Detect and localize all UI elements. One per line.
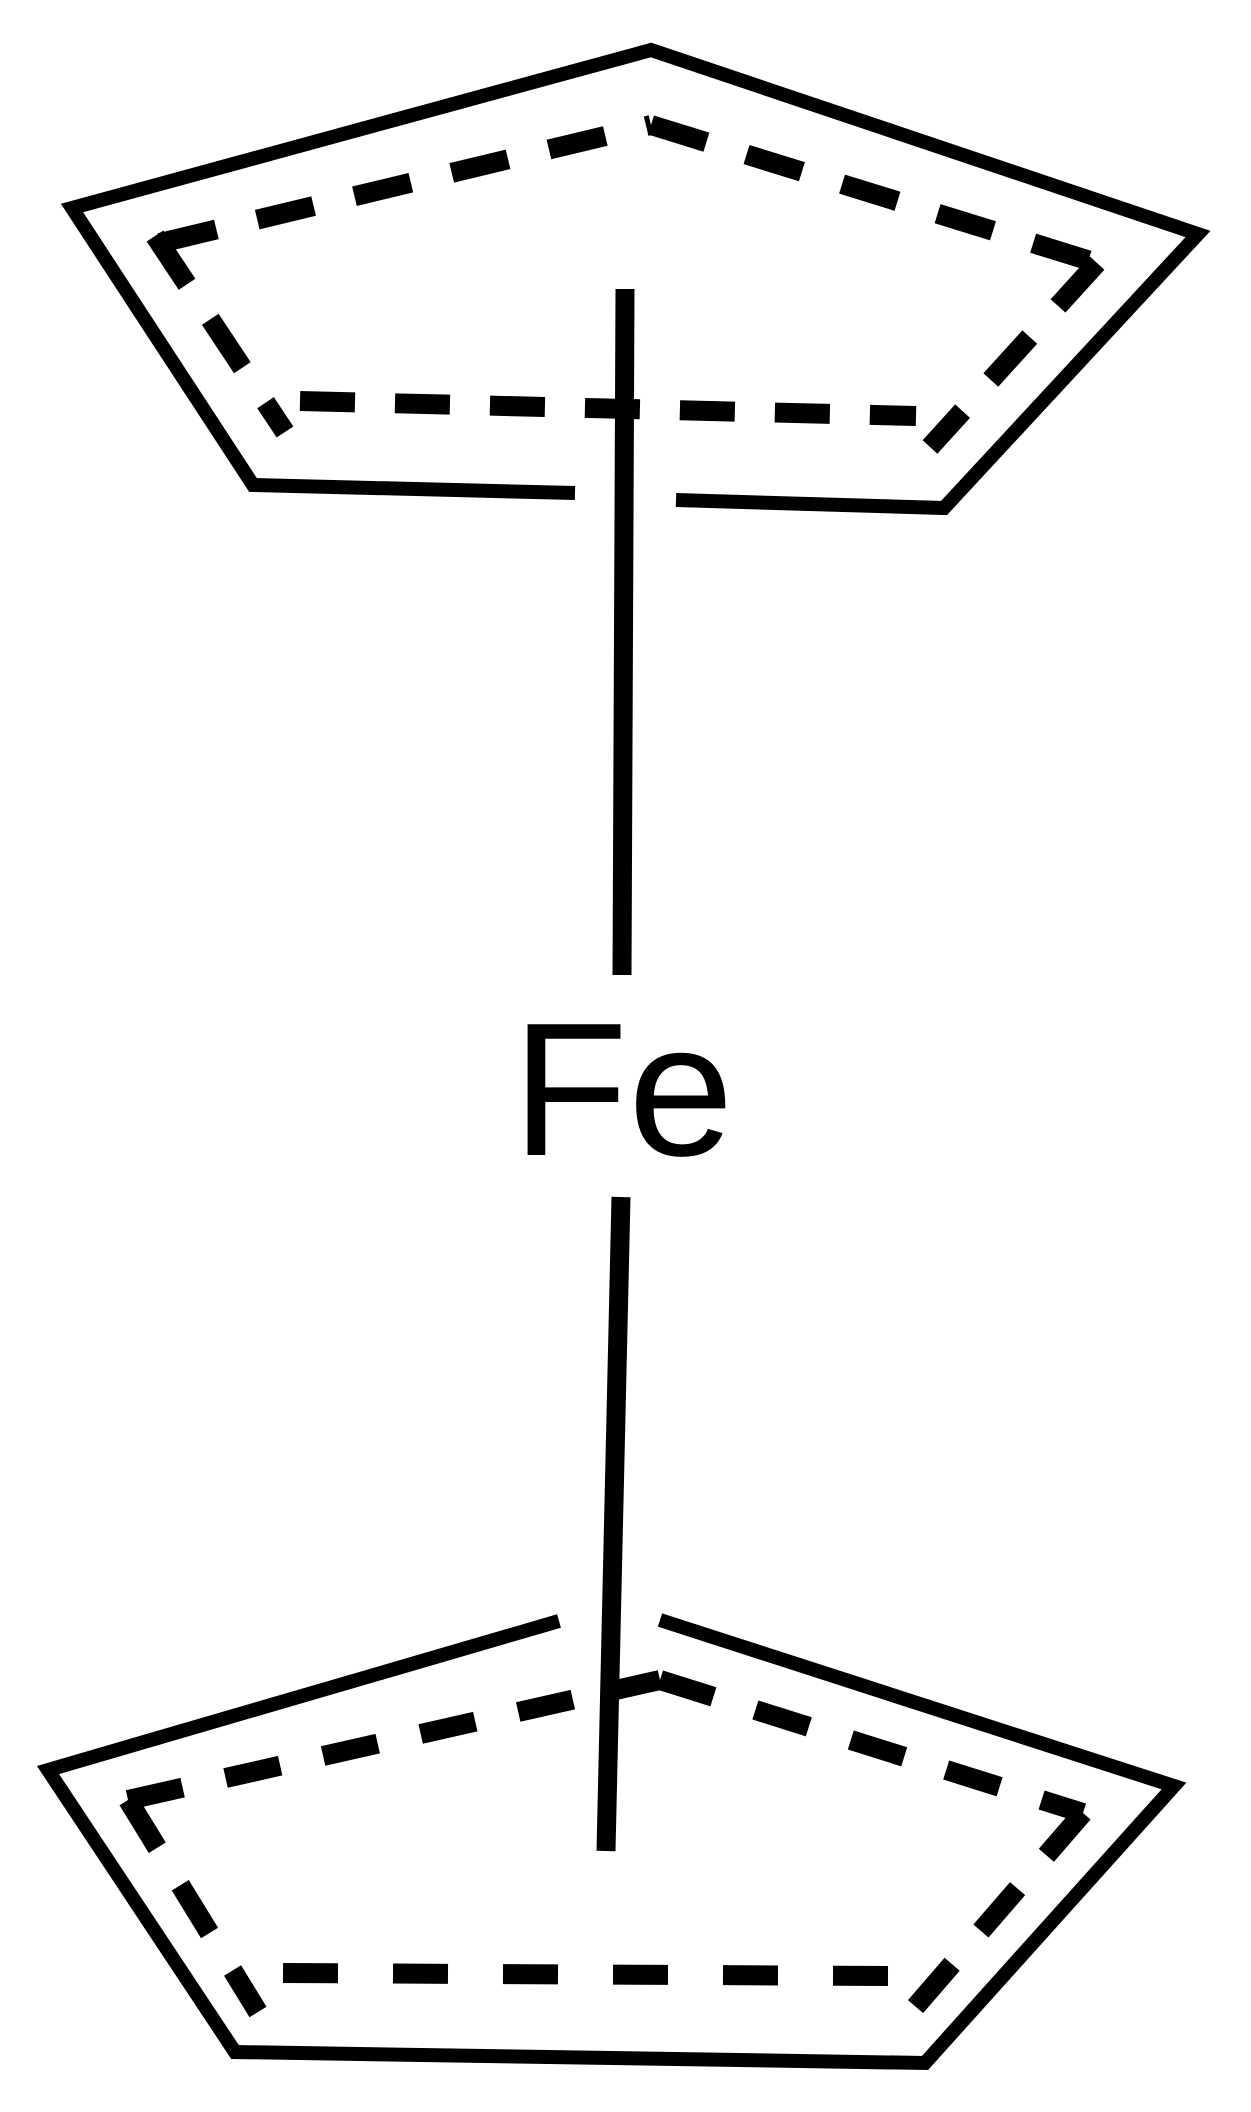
lower-ring-dashed-front [282, 1963, 891, 1986]
upper-ring-outline [60, 42, 1211, 516]
lower-ring-dashed-back-right [657, 1670, 1086, 1823]
upper-ring-dashed-back-right [648, 115, 1100, 273]
upper-cp-ring [60, 42, 1211, 516]
upper-ring-dashed-right [922, 256, 1105, 454]
upper-ring-dashed-left [146, 230, 294, 438]
lower-ring-outline [36, 1613, 1187, 2071]
lower-ring-dashed-right [902, 1806, 1091, 2020]
lower-ring-dashed-back-left [125, 1670, 663, 1810]
lower-ring-dashed-left [119, 1794, 267, 2018]
iron-atom-label: Fe [512, 984, 734, 1196]
bond-upper-ring-to-fe [612, 288, 635, 976]
bond-fe-to-lower-ring [596, 1196, 631, 1852]
upper-ring-dashed-front [299, 391, 917, 426]
lower-cp-ring [36, 1613, 1187, 2071]
upper-ring-dashed-back-left [157, 115, 654, 253]
